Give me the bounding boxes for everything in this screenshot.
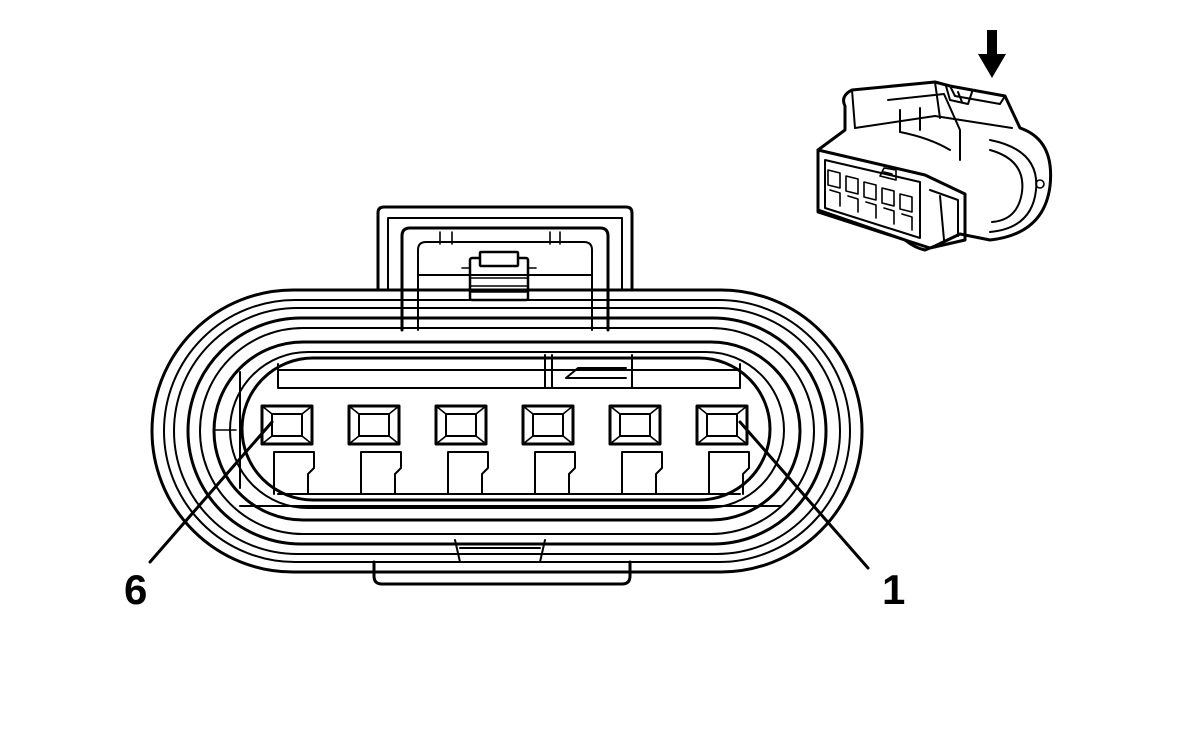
pin-cavity-3 [521, 404, 576, 495]
pin-cavity-6 [260, 404, 315, 495]
connector-inset-view [816, 30, 1053, 252]
pin-1-label: 1 [882, 566, 905, 613]
pin-cavity-2 [608, 404, 663, 495]
connector-body [150, 205, 864, 586]
pin-cavities [260, 404, 750, 495]
pin-cavity-1 [695, 404, 750, 495]
down-arrow-icon [978, 30, 1006, 78]
pin-cavity-4 [434, 404, 489, 495]
pin-6-label: 6 [124, 566, 147, 613]
pin-1-leader-line [738, 420, 870, 570]
pin-cavity-5 [347, 404, 402, 495]
pin-6-leader-line [148, 420, 274, 564]
